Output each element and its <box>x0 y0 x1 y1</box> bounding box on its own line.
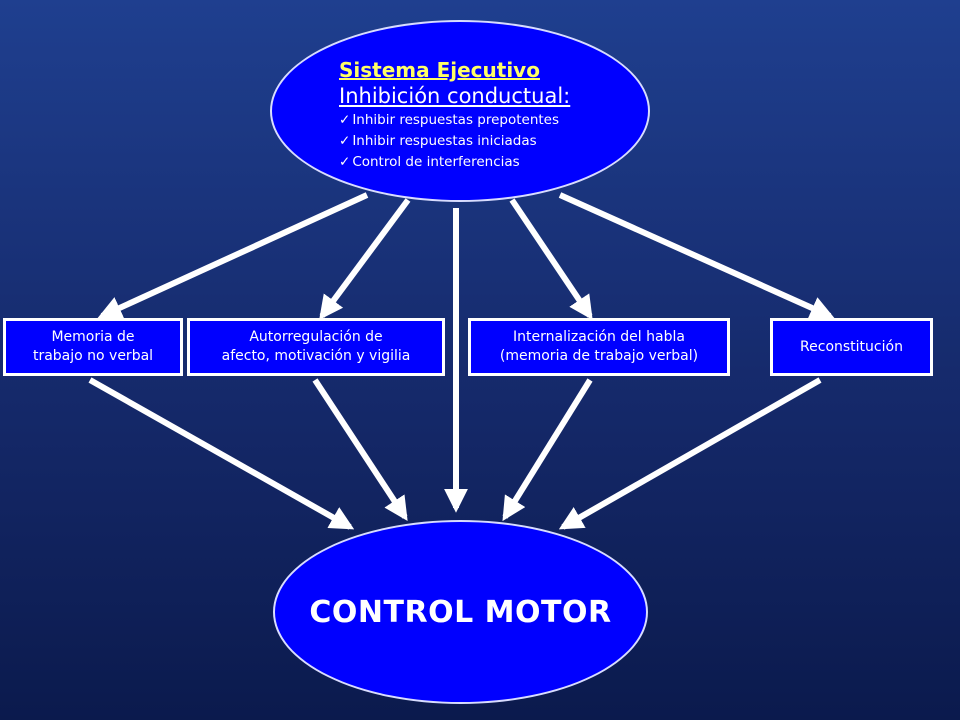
memoria-line2: trabajo no verbal <box>32 348 154 364</box>
executive-title: Sistema Ejecutivo <box>339 58 540 82</box>
executive-system-node: Sistema Ejecutivo Inhibición conductual:… <box>270 20 650 202</box>
motor-control-node: CONTROL MOTOR <box>273 520 648 704</box>
executive-subtitle: Inhibición conductual: <box>339 84 571 108</box>
internalizacion-node: Internalización del habla (memoria de tr… <box>468 318 730 376</box>
autorregulacion-line1: Autorregulación de <box>249 329 383 345</box>
executive-item: Inhibir respuestas prepotentes <box>339 110 570 131</box>
internalizacion-line2: (memoria de trabajo verbal) <box>499 348 699 364</box>
internalizacion-line1: Internalización del habla <box>513 329 685 345</box>
memoria-line1: Memoria de <box>51 329 135 345</box>
arrow-executive-to-autorregulacion <box>319 198 411 320</box>
arrow-executive-to-memoria <box>97 192 369 319</box>
memoria-node: Memoria de trabajo no verbal <box>3 318 183 376</box>
executive-item: Control de interferencias <box>339 152 570 173</box>
autorregulacion-node: Autorregulación de afecto, motivación y … <box>187 318 445 376</box>
arrow-executive-to-internalizacion <box>509 198 593 320</box>
executive-system-text: Sistema Ejecutivo Inhibición conductual:… <box>339 57 570 173</box>
reconstitucion-node: Reconstitución <box>770 318 933 376</box>
executive-list: Inhibir respuestas prepotentes Inhibir r… <box>339 110 570 173</box>
arrow-memoria-to-motor <box>88 377 355 530</box>
executive-item: Inhibir respuestas iniciadas <box>339 131 570 152</box>
autorregulacion-line2: afecto, motivación y vigilia <box>221 348 411 364</box>
arrow-reconstitucion-to-motor <box>558 377 822 530</box>
arrow-internalizacion-to-motor <box>502 378 593 522</box>
motor-control-label: CONTROL MOTOR <box>309 594 612 630</box>
reconstitucion-line1: Reconstitución <box>800 338 903 355</box>
arrow-executive-to-reconstitucion <box>558 192 835 320</box>
arrow-autorregulacion-to-motor <box>312 378 408 522</box>
